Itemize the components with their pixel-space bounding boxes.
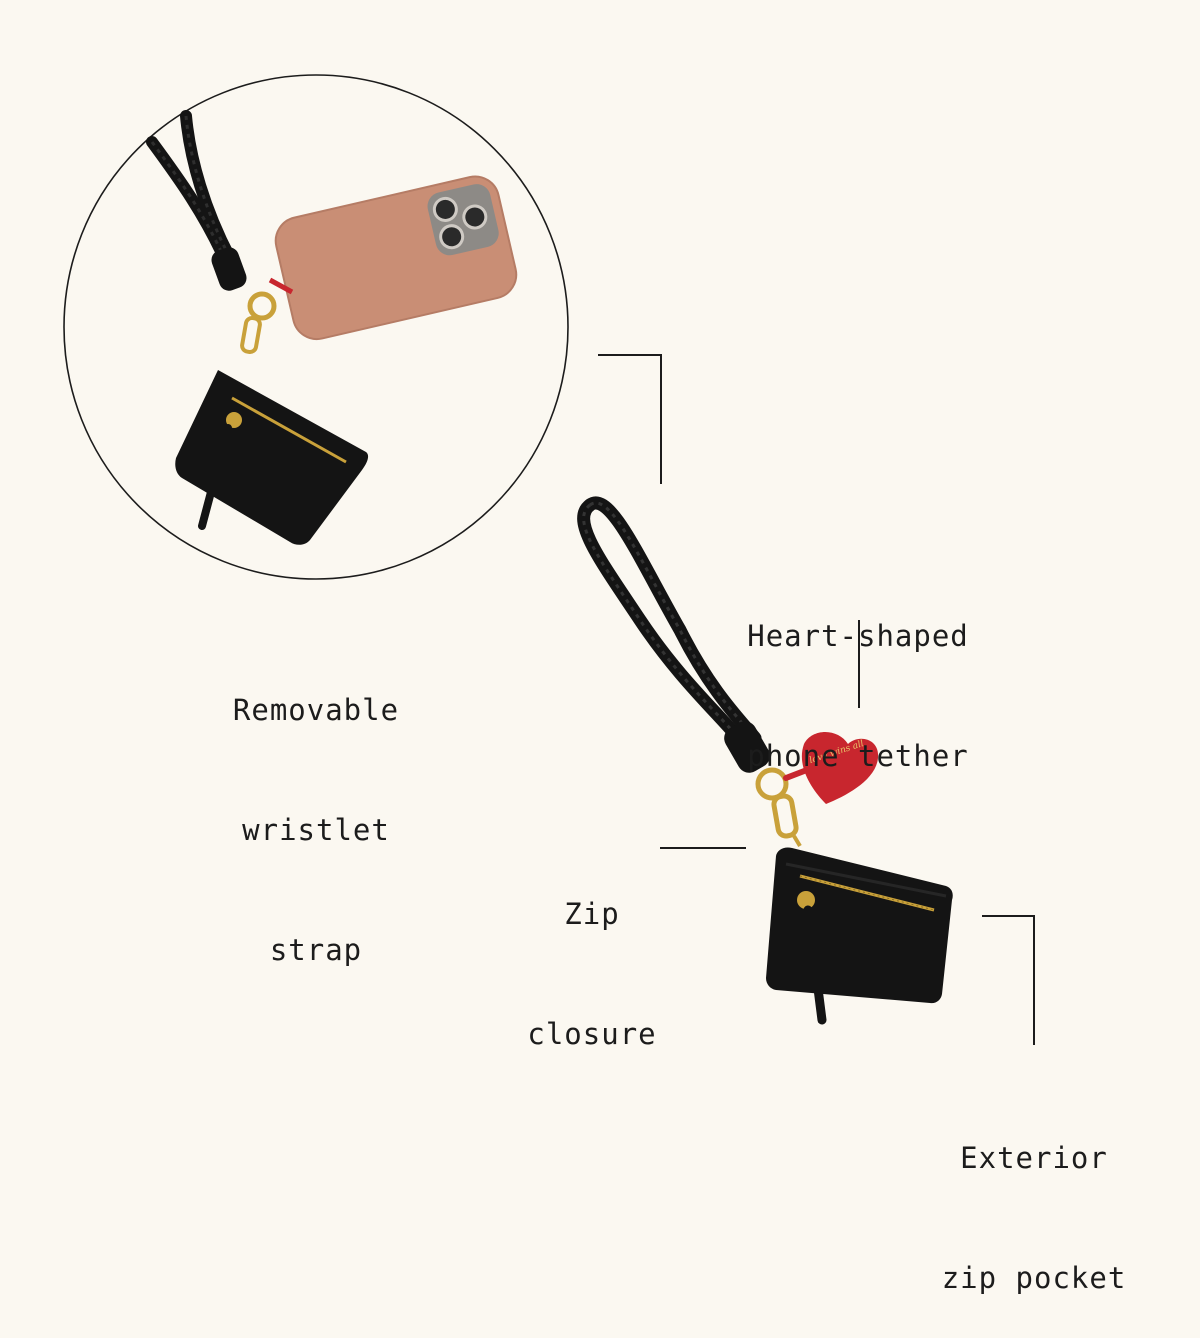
label-heart-shaped-phone-tether: Heart-shaped phone tether	[726, 536, 990, 856]
black-zip-pouch	[766, 847, 953, 1025]
label-line: wristlet	[242, 813, 390, 847]
inset-circle	[63, 74, 569, 580]
label-line: phone tether	[747, 739, 969, 773]
label-line: Zip	[564, 897, 620, 931]
label-line: strap	[269, 933, 363, 967]
callout-line-inset	[598, 354, 662, 484]
inset-gold-ring	[240, 291, 277, 355]
gold-hardware	[755, 767, 802, 848]
heart-phone-tether: love wins all	[783, 732, 879, 804]
label-removable-wristlet-strap: Removable wristlet strap	[200, 610, 432, 1010]
label-line: Exterior	[960, 1141, 1108, 1175]
label-line: Heart-shaped	[747, 619, 969, 653]
braided-wristlet-strap	[577, 496, 770, 773]
product-illustration: love wins all	[63, 74, 1035, 1045]
inset-pouch	[175, 370, 369, 545]
callout-line-pocket	[982, 915, 1035, 1045]
label-line: zip pocket	[941, 1261, 1127, 1295]
label-exterior-zip-pocket: Exterior zip pocket	[924, 1058, 1144, 1338]
inset-phone	[268, 175, 518, 341]
label-line: Removable	[232, 693, 400, 727]
label-zip-closure: Zip closure	[512, 814, 672, 1094]
inset-braided-strap	[146, 110, 247, 291]
label-line: closure	[527, 1017, 657, 1051]
